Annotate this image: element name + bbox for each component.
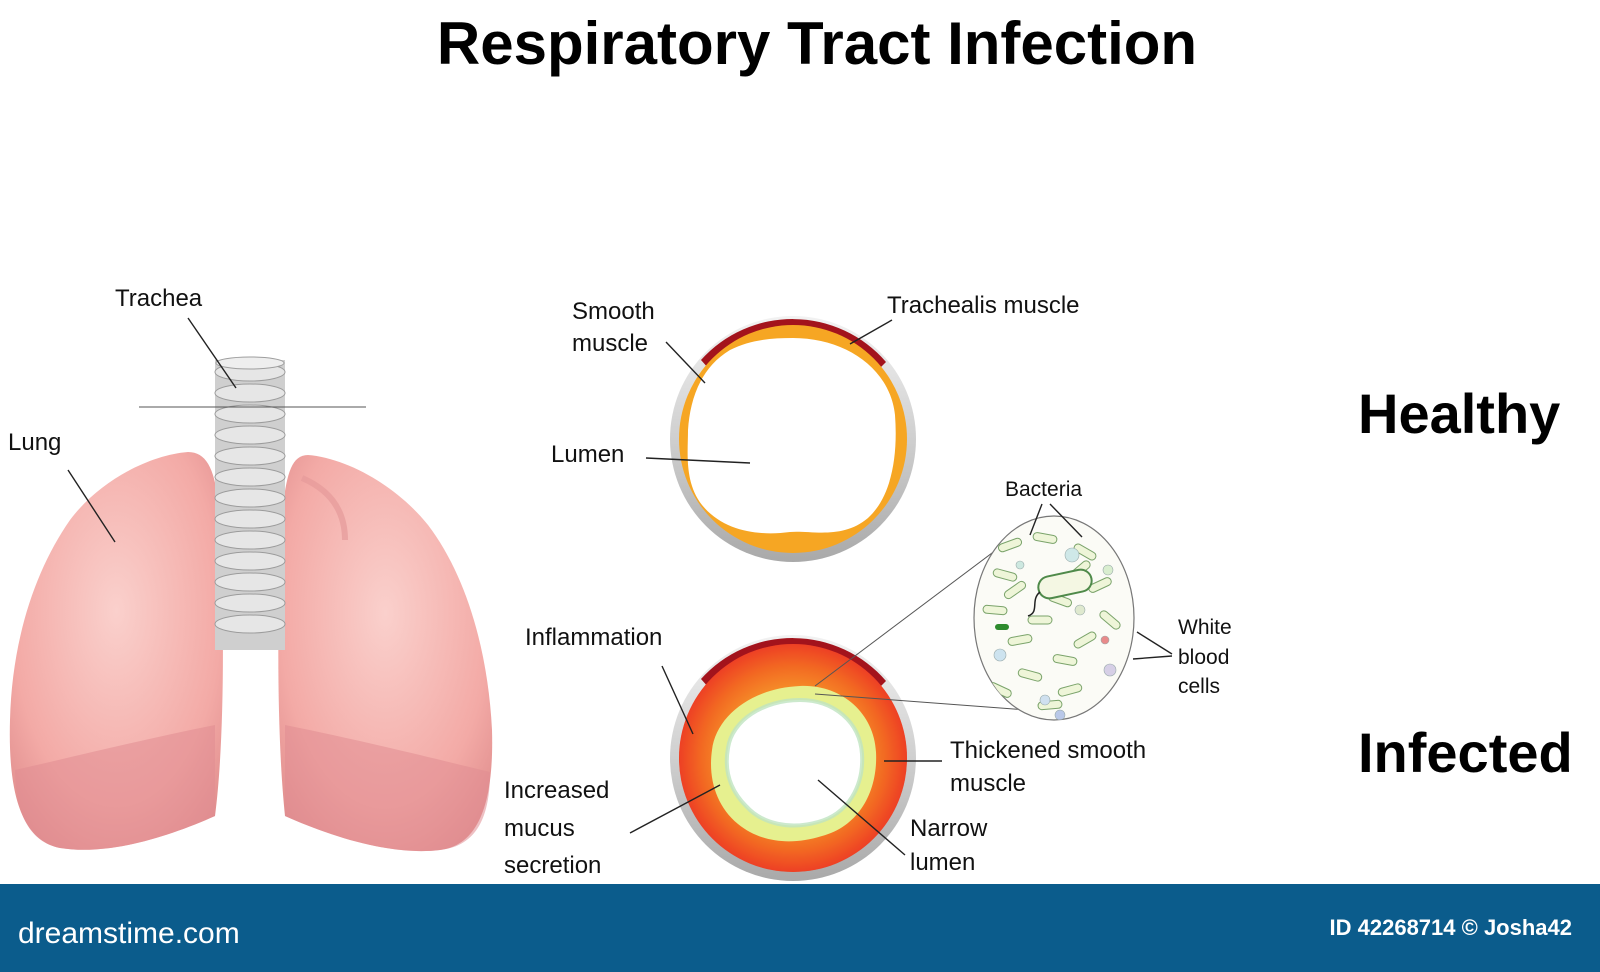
smooth-muscle-label-line1: Smooth (572, 298, 655, 325)
white-blood-cell (993, 648, 1007, 662)
trachea-cartilage-ring (214, 383, 286, 403)
large-bacterium (1037, 568, 1093, 600)
right-lung-fissure (300, 475, 348, 541)
white-blood-cell (1039, 694, 1051, 706)
inflammation-leader (661, 665, 694, 735)
lungs-illustration (9, 356, 493, 852)
narrow-lumen-label-line2: lumen (910, 849, 975, 876)
trachea-cartilage-ring (214, 572, 286, 592)
lumen-label: Lumen (551, 441, 624, 468)
trachea-cartilage-ring (214, 509, 286, 529)
bacteria-magnified-view (973, 515, 1135, 721)
wbc-leader-1 (1136, 631, 1173, 655)
bacterium (997, 537, 1023, 553)
trachea-cartilage-ring (214, 467, 286, 487)
right-lung-base (285, 725, 490, 852)
trachea-cartilage-ring (214, 404, 286, 424)
narrow-lumen-label-line1: Narrow (910, 815, 988, 842)
inflammation-label: Inflammation (525, 624, 662, 651)
footer-bar (0, 884, 1600, 972)
lumen-leader (645, 457, 751, 464)
left-lung-base (15, 725, 215, 850)
trachea-cartilage-ring (214, 593, 286, 613)
bacteria-label: Bacteria (1005, 478, 1082, 501)
infected-state-label: Infected (1358, 721, 1573, 784)
wbc-leader-2 (1132, 655, 1173, 660)
infected-cross-section (670, 635, 916, 881)
smooth-muscle-label-line2: muscle (572, 330, 648, 357)
increased-mucus-label-line1: Increased (504, 777, 609, 804)
lung-leader (67, 469, 116, 543)
trachea-cartilage-ring (214, 530, 286, 550)
trachea-leader (187, 317, 237, 389)
trachealis-muscle-leader (849, 319, 893, 345)
bacterium (1027, 615, 1053, 625)
white-blood-cell (1100, 635, 1110, 645)
healthy-lumen (687, 338, 896, 534)
bacterium (1003, 580, 1027, 600)
trachea-cartilage-ring (214, 614, 286, 634)
bacterium (1007, 634, 1033, 646)
thickened-smooth-muscle-label-line2: muscle (950, 770, 1026, 797)
bacterium-dark (995, 624, 1009, 630)
smooth-muscle-leader (665, 341, 706, 384)
bacteria-leader-2 (1049, 503, 1083, 538)
increased-mucus-label-line3: secretion (504, 852, 601, 879)
trachea-cartilage-ring (214, 551, 286, 571)
bacterium (982, 604, 1008, 616)
white-blood-cells-label-line3: cells (1178, 675, 1220, 698)
narrow-lumen-leader (817, 779, 906, 856)
page-title: Respiratory Tract Infection (437, 10, 1197, 77)
bacterium (1088, 577, 1112, 593)
bacterium-flagellum (1027, 591, 1041, 617)
trachea-cartilage-ring (214, 425, 286, 445)
white-blood-cell (1015, 560, 1025, 570)
white-blood-cells-label-line1: White (1178, 616, 1232, 639)
healthy-trachealis-muscle (701, 319, 886, 370)
footer-site-name[interactable]: dreamstime.com (18, 917, 240, 950)
bacteria-leader-1 (1029, 503, 1043, 536)
infected-trachealis-muscle (701, 638, 886, 689)
thickened-smooth-muscle-label-line1: Thickened smooth (950, 737, 1146, 764)
white-blood-cell (1103, 663, 1117, 677)
lung-label: Lung (8, 429, 61, 456)
bacterium (1052, 654, 1078, 666)
increased-mucus-leader (629, 784, 721, 834)
bacterium (992, 568, 1018, 582)
footer-image-id: ID 42268714 © Josha42 (1330, 915, 1572, 940)
magnifier-line-top (814, 531, 1021, 687)
healthy-cross-section (670, 316, 916, 562)
white-blood-cell (1064, 547, 1080, 563)
white-blood-cells-label-line2: blood (1178, 646, 1229, 669)
trachealis-muscle-label: Trachealis muscle (887, 292, 1080, 319)
bacterium (1073, 543, 1097, 561)
white-blood-cell (1102, 564, 1114, 576)
bacterium (1017, 668, 1043, 682)
trachea-cartilage-ring (214, 488, 286, 508)
bacterium (1032, 532, 1058, 544)
narrow-lumen (726, 700, 863, 826)
trachea (214, 356, 286, 650)
bacterium (1057, 683, 1083, 697)
bacterium (1073, 631, 1097, 649)
white-blood-cell (1054, 709, 1066, 720)
healthy-state-label: Healthy (1358, 382, 1560, 445)
trachea-label: Trachea (115, 285, 203, 312)
increased-mucus-label-line2: mucus (504, 815, 575, 842)
white-blood-cell (1074, 604, 1086, 616)
bacterium (1099, 610, 1121, 630)
trachea-cartilage-ring (214, 446, 286, 466)
